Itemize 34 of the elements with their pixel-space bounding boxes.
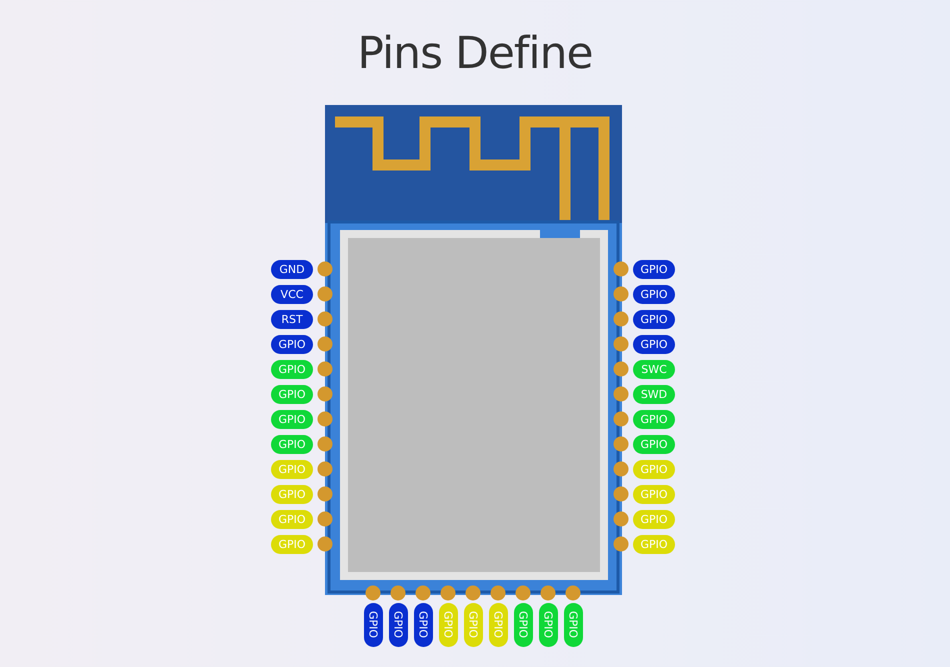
pin-label: GND — [271, 260, 313, 278]
pin-label: SWD — [633, 384, 675, 404]
pin-label: GPIO — [564, 603, 582, 647]
pin-label: GPIO — [414, 603, 432, 647]
pin-label: GPIO — [364, 603, 382, 647]
pin-label: GPIO — [271, 460, 313, 478]
pin-label: GPIO — [633, 410, 675, 428]
pin-label: SWC — [633, 360, 675, 378]
pin-label: VCC — [271, 284, 313, 304]
pin-label: GPIO — [633, 534, 675, 554]
pin-label: GPIO — [438, 603, 458, 647]
pin-label: GPIO — [271, 384, 313, 404]
pin-label: GPIO — [633, 334, 675, 354]
pin-label: GPIO — [633, 460, 675, 478]
pin-label: GPIO — [514, 603, 532, 647]
pin-label: GPIO — [633, 284, 675, 304]
pin-label: RST — [271, 310, 313, 328]
pin-label: GPIO — [271, 534, 313, 554]
pin-label: GPIO — [271, 410, 313, 428]
pin-label: GPIO — [488, 603, 508, 647]
pin-label: GPIO — [271, 484, 313, 504]
pin-label: GPIO — [271, 510, 313, 528]
pin-label: GPIO — [464, 603, 482, 647]
pin-label: GPIO — [633, 510, 675, 528]
pin-label: GPIO — [538, 603, 558, 647]
pin-label: GPIO — [388, 603, 408, 647]
title: Pins Define — [357, 28, 593, 79]
pin-label: GPIO — [633, 484, 675, 504]
pin-label: GPIO — [633, 434, 675, 454]
pin-label: GPIO — [633, 310, 675, 328]
pin-label: GPIO — [271, 334, 313, 354]
pin-label: GPIO — [633, 260, 675, 278]
pin-label: GPIO — [271, 360, 313, 378]
pin-label: GPIO — [271, 434, 313, 454]
